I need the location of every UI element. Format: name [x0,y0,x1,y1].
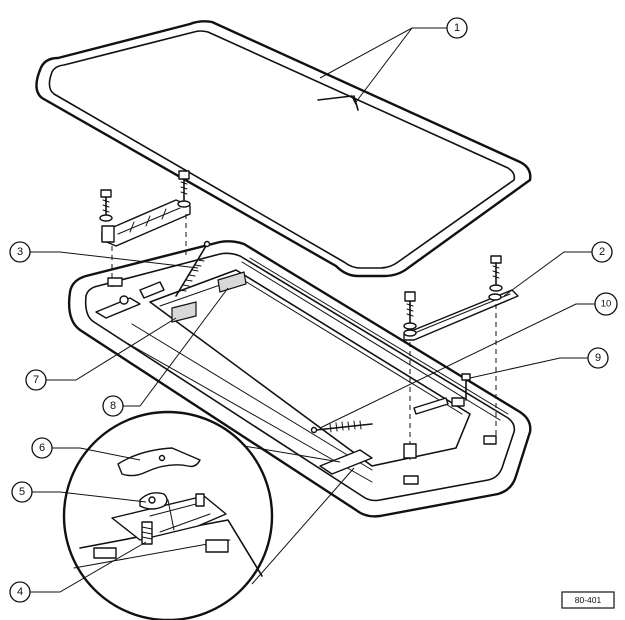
callout-8: 8 [102,395,124,417]
left-guide-bracket [101,199,191,247]
svg-text:7: 7 [33,374,39,386]
svg-text:1: 1 [454,22,460,34]
svg-text:9: 9 [595,352,601,364]
cover-strip-8 [217,271,247,293]
right-guide-bracket [403,289,519,341]
svg-text:10: 10 [601,299,612,310]
leaf-spring [117,447,201,477]
screw-right-right [489,255,503,292]
callout-1: 1 [446,17,468,39]
adjusting-stud [141,521,153,545]
callout-4: 4 [9,581,31,603]
callout-9: 9 [587,347,609,369]
svg-text:3: 3 [17,246,23,258]
seal-gasket-frame [35,20,532,278]
callout-5: 5 [11,481,33,503]
sunroof-frame-tray [67,240,532,518]
svg-text:5: 5 [19,486,25,498]
spring-clip [139,492,168,510]
figure-reference-label: 80-401 [575,595,602,605]
callout-6: 6 [31,437,53,459]
callout-10: 10 [594,292,618,316]
callout-leaders [30,27,598,593]
callout-7: 7 [25,369,47,391]
cable-spring-lower [310,420,373,434]
cover-strip-7 [171,301,197,323]
figure-reference-box: 80-401 [561,591,615,609]
screw-left-small [99,189,113,222]
callout-3: 3 [9,241,31,263]
callout-2: 2 [591,241,613,263]
svg-text:2: 2 [599,246,605,258]
screw-left-tall [177,170,191,208]
guide-pin [461,373,471,401]
svg-text:4: 4 [17,586,23,598]
svg-text:6: 6 [39,442,45,454]
detail-view-circle [62,410,355,620]
svg-text:8: 8 [110,400,116,412]
screw-right-left [403,291,417,330]
cable-spring-upper [175,240,211,297]
